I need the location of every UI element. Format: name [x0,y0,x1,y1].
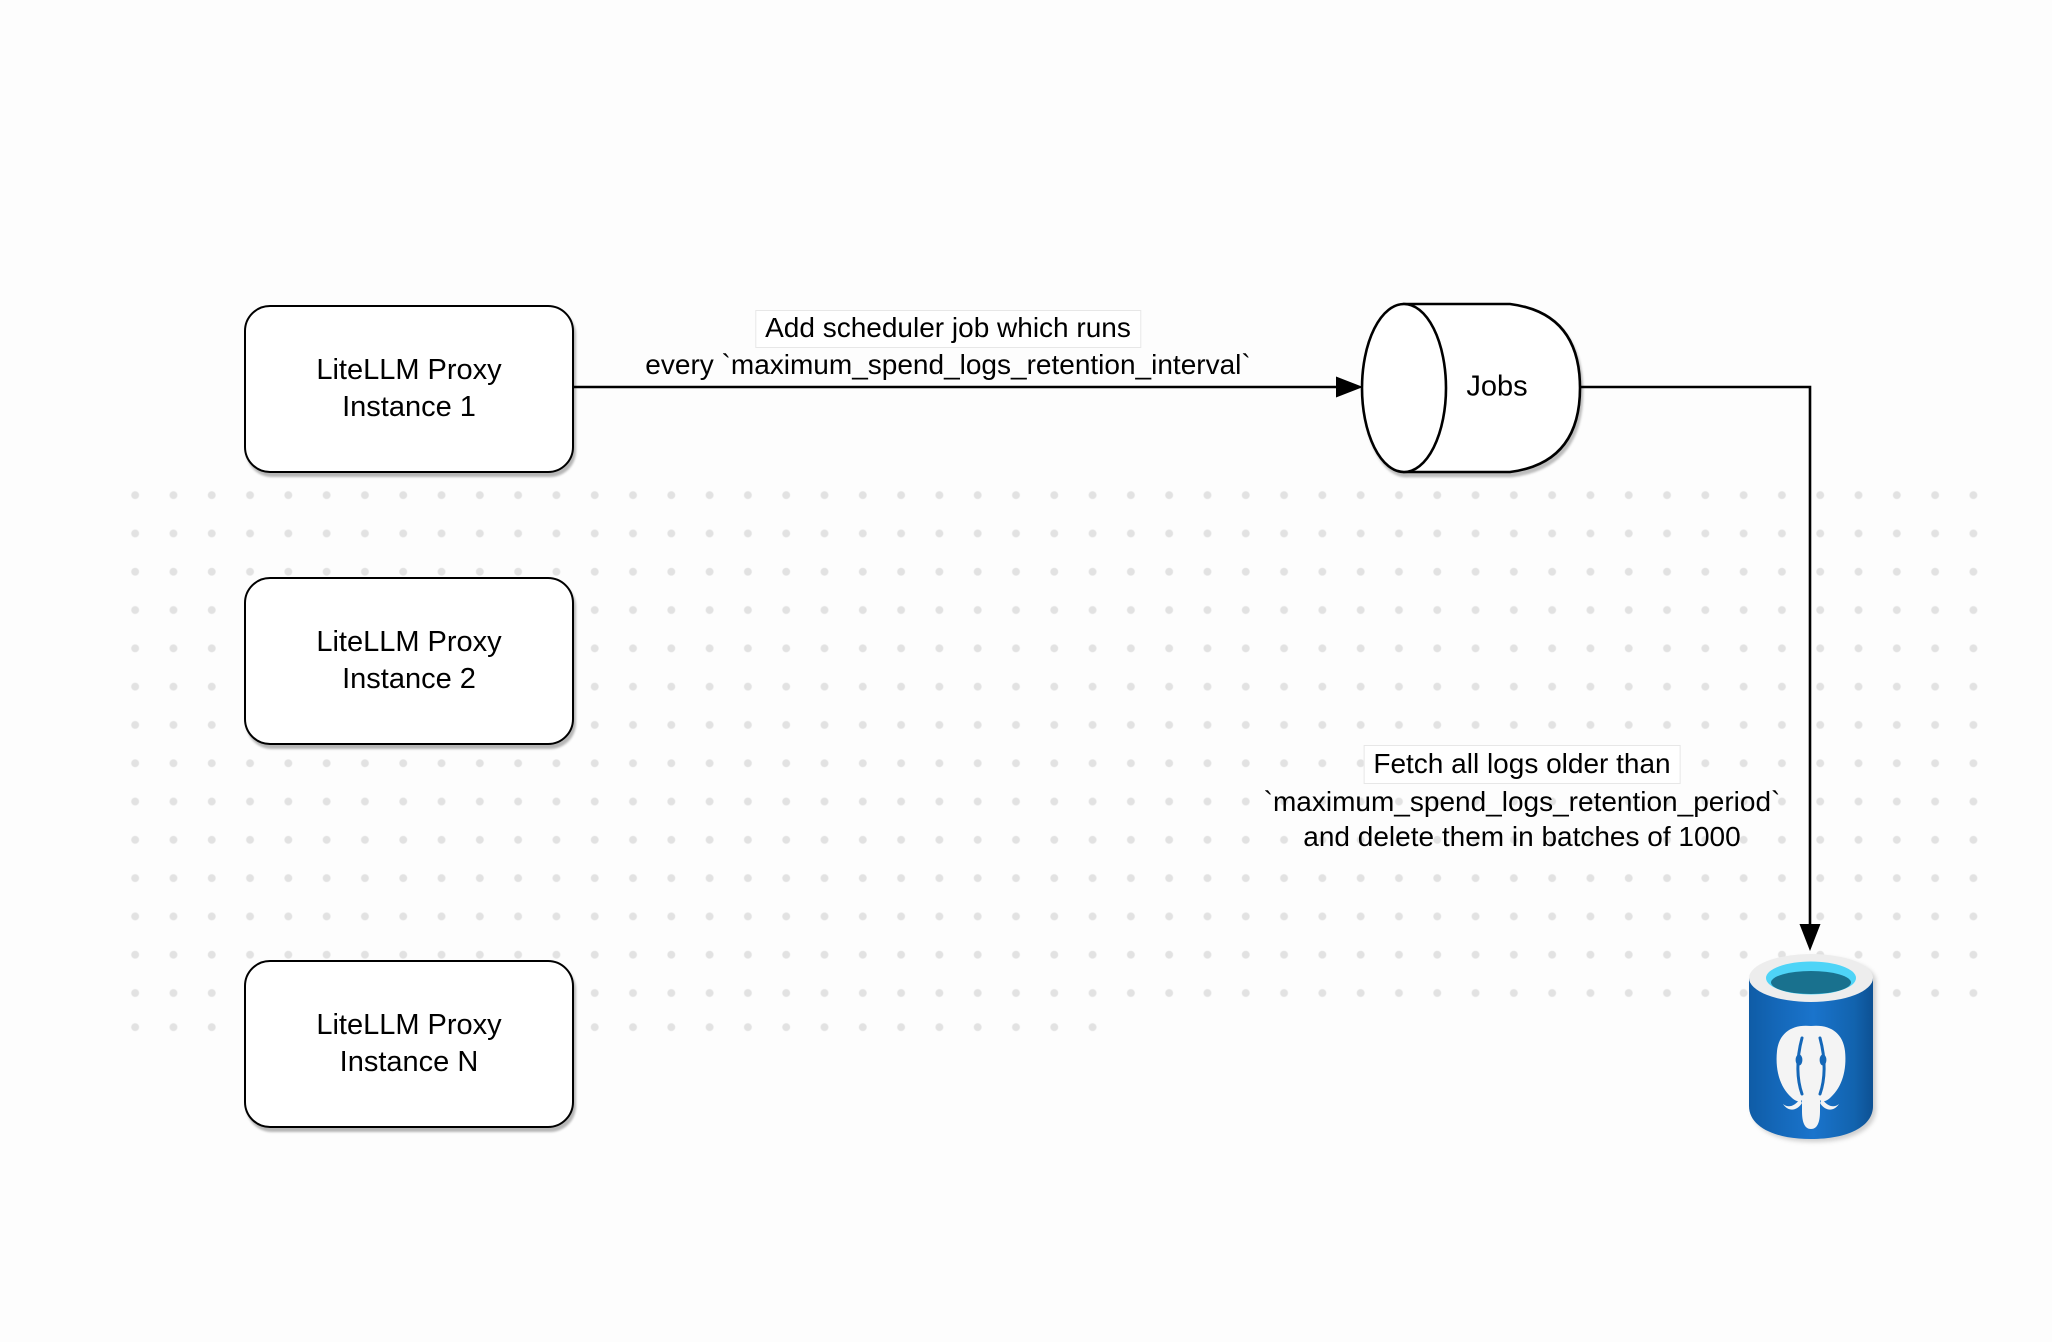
node-jobs-label: Jobs [1466,370,1528,403]
node-label-line: LiteLLM Proxy [316,354,502,386]
postgres-elephant-eye [1795,1054,1803,1066]
edge-label-scheduler-line2: every `maximum_spend_logs_retention_inte… [645,349,1251,380]
edge-label-fetch-line3: and delete them in batches of 1000 [1303,821,1741,852]
jobs-cylinder-body [1402,302,1582,474]
arrowhead-into-postgres [1799,924,1821,951]
node-litellm-proxy-instance-1: LiteLLM Proxy Instance 1 [244,305,574,473]
postgresql-database-icon [1749,954,1873,1139]
node-label-line: LiteLLM Proxy [316,626,502,658]
node-litellm-proxy-instance-n: LiteLLM Proxy Instance N [244,960,574,1128]
edge-label-fetch-line1: Fetch all logs older than [1363,745,1681,784]
edge-jobs-to-postgres [1580,385,1812,924]
arrowhead-into-jobs [1336,376,1363,398]
edge-label-fetch-line2: `maximum_spend_logs_retention_period` [1263,786,1781,817]
postgres-liquid-teal [1771,971,1851,994]
node-litellm-proxy-instance-2: LiteLLM Proxy Instance 2 [244,577,574,745]
edge-label-scheduler: Add scheduler job which runs every `maxi… [645,310,1251,382]
edge-label-scheduler-line1: Add scheduler job which runs [755,310,1141,348]
node-label-line: Instance 2 [342,663,476,695]
node-jobs-cylinder [1360,302,1582,474]
edge-label-fetch-delete: Fetch all logs older than `maximum_spend… [1263,745,1781,854]
postgres-elephant-eye [1819,1054,1827,1066]
node-label-line: LiteLLM Proxy [316,1009,502,1041]
postgres-elephant [1776,1025,1846,1129]
node-label-line: Instance N [339,1046,479,1078]
jobs-cylinder-cap [1360,302,1448,474]
node-label-line: Instance 1 [342,391,476,423]
